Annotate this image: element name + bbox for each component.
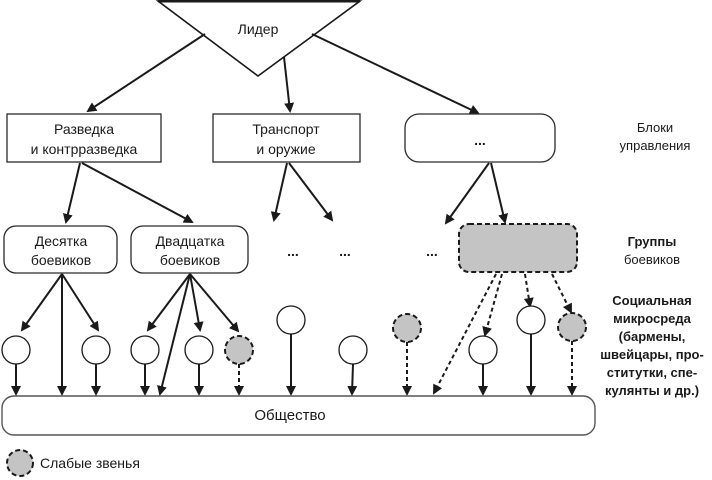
group-label: Двадцатка [156,233,225,249]
arrow-dashed [482,273,503,337]
micro-node [130,335,160,365]
arrow-dashed [433,273,497,395]
arrow-leader-to-intel [86,33,206,113]
legend: Слабые звенья [6,449,140,477]
side-label-micro: ститутки, спе- [607,365,697,380]
arrow [189,273,204,332]
side-label-micro: швейцары, про- [600,347,704,362]
control-block-label: и контрразведка [31,141,138,157]
society-box: Общество [1,395,596,436]
society-label: Общество [254,407,325,424]
group-label: боевиков [31,252,91,268]
side-label-micro: кулянты и др.) [605,383,699,398]
weak-micro-node [392,313,422,343]
side-label-micro: микросреда [613,311,691,326]
ellipsis-2: ... [339,243,351,259]
micro-node [276,305,306,335]
arrow-dashed [523,273,534,308]
arrow-transport-left [270,162,288,222]
arrow-other-right [490,162,509,224]
arrow-intel-to-ten [62,162,81,224]
arrow [347,363,358,396]
weak-micro-node [224,335,254,365]
group-twenty-fighters: Двадцатка боевиков [130,225,249,274]
leader-label: Лидер [238,21,279,37]
arrow [157,273,191,396]
control-block-intelligence: Разведка и контрразведка [6,113,162,163]
side-label-control: управления [620,138,691,153]
arrow-leader-to-other [311,33,480,115]
group-label: боевиков [160,252,220,268]
side-label-groups: боевиков [624,252,680,267]
group-label: Десятка [35,233,88,249]
side-label-micro: (бармены, [619,329,686,344]
leader-node: Лидер [155,0,363,77]
control-block-transport: Транспорт и оружие [212,113,361,163]
arrow-dashed [551,273,572,314]
ellipsis-3: ... [426,243,438,259]
arrow-leader-to-transport [283,56,295,113]
arrow [146,273,191,332]
micro-node [516,305,546,335]
side-label-groups: Группы [628,234,677,249]
arrow-transport-right [288,162,334,222]
group-ten-fighters: Десятка боевиков [3,225,118,274]
micro-node [338,335,368,365]
legend-label: Слабые звенья [40,455,140,471]
control-block-label: ... [474,132,486,148]
side-label-micro: Социальная [612,293,691,308]
micro-node [184,335,214,365]
arrow [61,273,100,332]
arrow [189,273,240,333]
control-block-label: Разведка [54,121,114,137]
micro-node [81,335,111,365]
ellipsis-1: ... [287,243,299,259]
side-label-control: Блоки [637,120,673,135]
legend-weak-icon [6,449,34,477]
group-weak [458,223,578,273]
control-block-label: Транспорт [252,121,320,137]
micro-node [1,335,31,365]
arrow-other-left [444,162,490,225]
control-block-other: ... [404,113,556,163]
weak-micro-node [557,312,587,342]
micro-node [468,335,498,365]
arrow [20,273,63,332]
control-block-label: и оружие [256,141,315,157]
arrow-intel-to-twenty [81,162,194,223]
